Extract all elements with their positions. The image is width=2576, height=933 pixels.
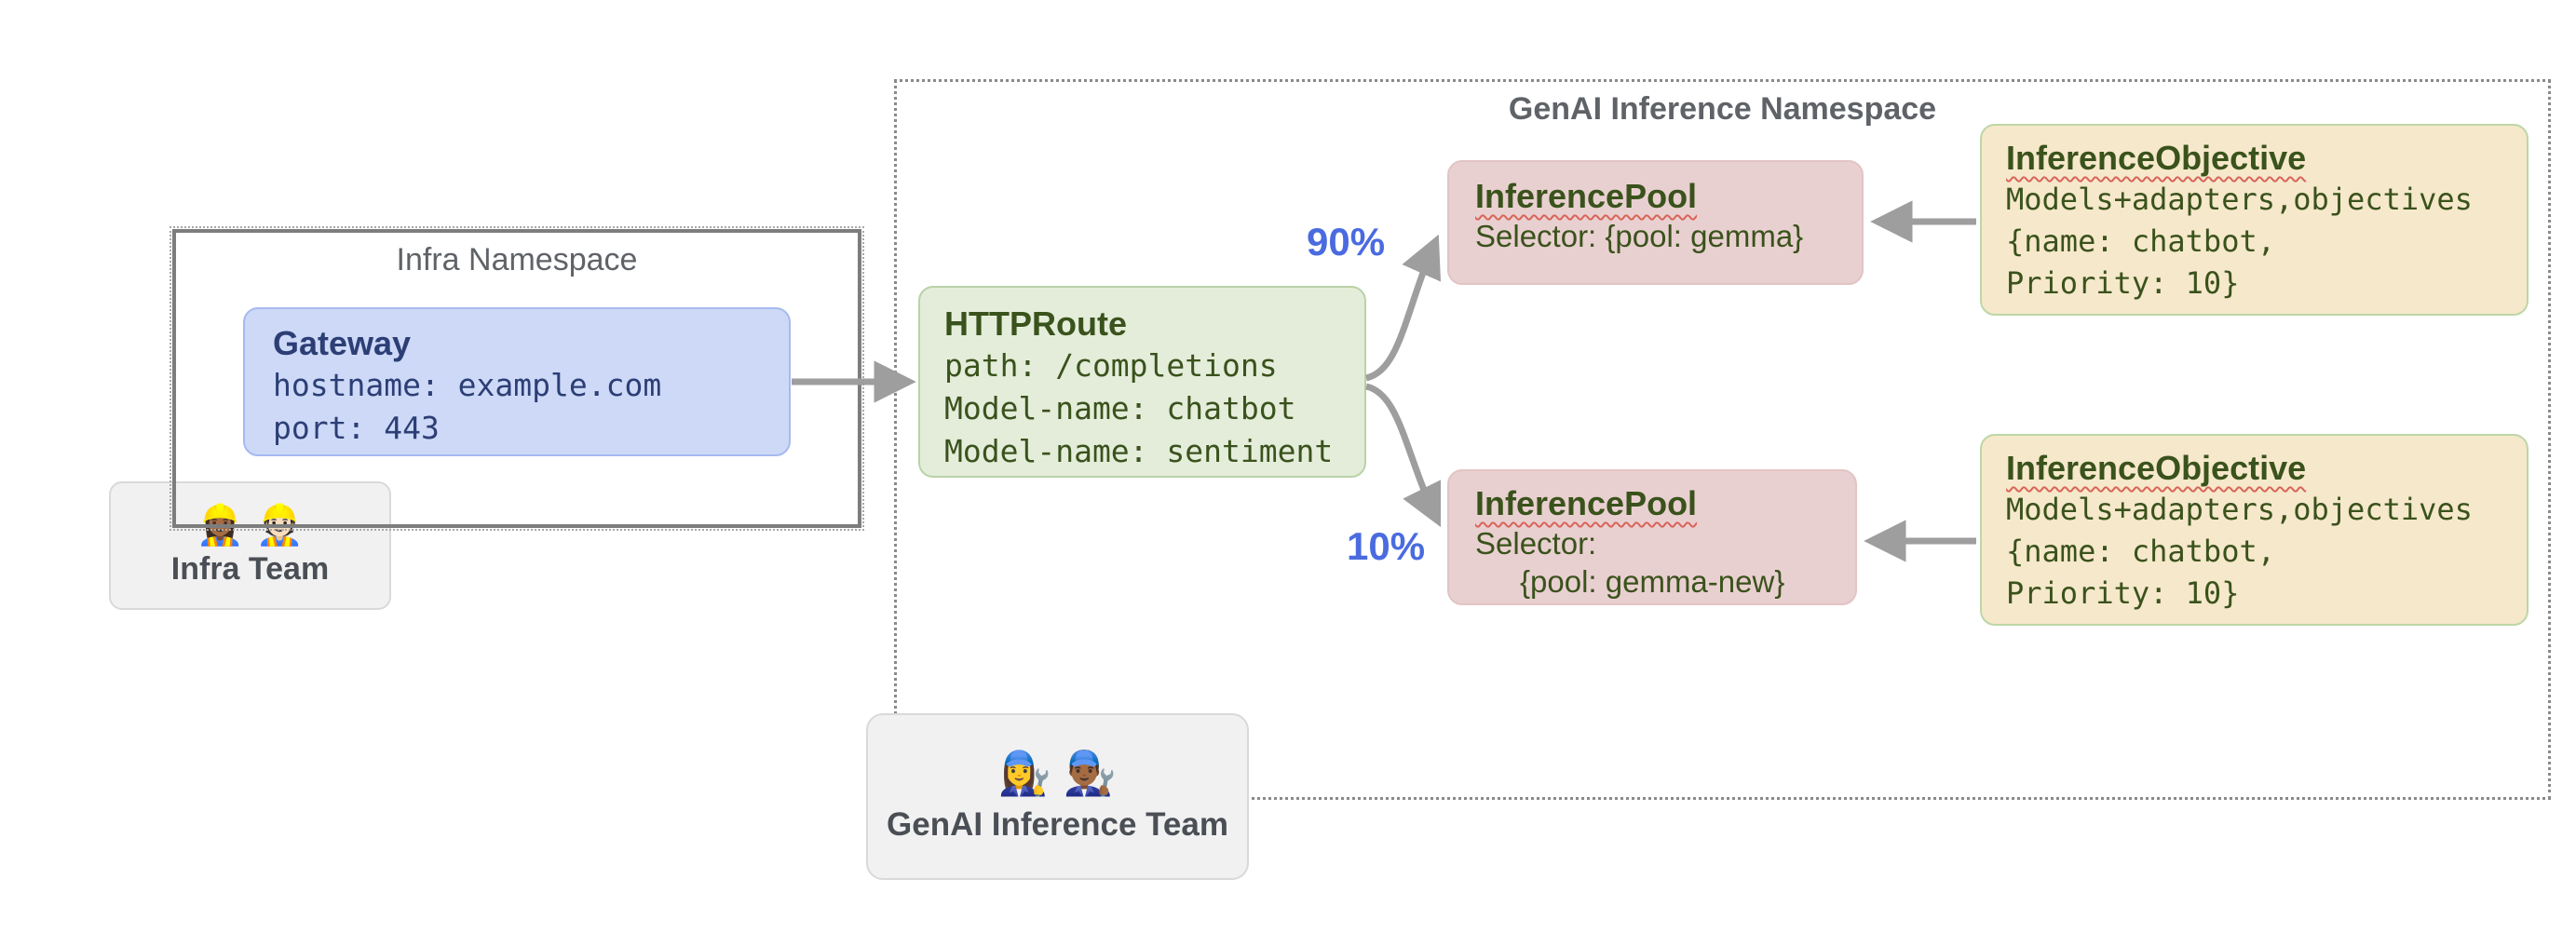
construction-worker-emojis: 👷🏾‍♀️ 👷🏻 xyxy=(196,503,305,548)
genai-inference-namespace-boundary: GenAI Inference Namespace xyxy=(894,79,2551,800)
inferencepool-gemma-new-selector: Selector: xyxy=(1475,526,1597,561)
inferenceobjective-bottom-box: InferenceObjective Models+adapters,objec… xyxy=(1980,434,2529,626)
inferencepool-gemma-selector: Selector: {pool: gemma} xyxy=(1475,219,1804,253)
inferencepool-gemma-new-box: InferencePool Selector: {pool: gemma-new… xyxy=(1447,469,1857,605)
httproute-path: path: /completions xyxy=(944,347,1278,384)
httproute-model-2: Model-name: sentiment xyxy=(944,433,1334,470)
genai-inference-namespace-title: GenAI Inference Namespace xyxy=(1508,91,1937,127)
httproute-box: HTTPRoute path: /completions Model-name:… xyxy=(918,286,1366,478)
gateway-port: port: 443 xyxy=(273,410,440,447)
inferenceobjective-bottom-line-2: {name: chatbot, xyxy=(2006,533,2275,569)
traffic-split-90-label: 90% xyxy=(1307,220,1386,264)
infra-team-card: 👷🏾‍♀️ 👷🏻 Infra Team xyxy=(109,481,391,610)
gateway-box: Gateway hostname: example.com port: 443 xyxy=(243,307,791,456)
mechanic-emojis: 👩‍🔧 👨🏾‍🔧 xyxy=(997,749,1118,798)
inferenceobjective-top-box: InferenceObjective Models+adapters,objec… xyxy=(1980,124,2529,316)
infra-namespace-title: Infra Namespace xyxy=(396,242,638,277)
infra-team-label: Infra Team xyxy=(170,550,330,587)
inferencepool-gemma-title-text: InferencePool xyxy=(1475,177,1698,215)
inferencepool-gemma-title: InferencePool xyxy=(1475,175,1862,217)
inferenceobjective-top-title-text: InferenceObjective xyxy=(2006,139,2307,177)
httproute-title: HTTPRoute xyxy=(944,304,1127,343)
traffic-split-10-label: 10% xyxy=(1347,524,1426,568)
inferenceobjective-bottom-line-3: Priority: 10} xyxy=(2006,575,2240,611)
inferenceobjective-bottom-title: InferenceObjective xyxy=(2006,447,2527,489)
inferenceobjective-top-line-3: Priority: 10} xyxy=(2006,264,2240,301)
inferenceobjective-bottom-line-1: Models+adapters,objectives xyxy=(2006,492,2473,527)
inferenceobjective-top-title: InferenceObjective xyxy=(2006,137,2527,179)
inferencepool-gemma-box: InferencePool Selector: {pool: gemma} xyxy=(1447,160,1864,285)
gateway-title: Gateway xyxy=(273,324,412,362)
inferencepool-gemma-new-title-text: InferencePool xyxy=(1475,484,1698,522)
inferenceobjective-bottom-title-text: InferenceObjective xyxy=(2006,449,2307,487)
inferencepool-gemma-new-selector-value: {pool: gemma-new} xyxy=(1520,564,1785,600)
genai-inference-team-card: 👩‍🔧 👨🏾‍🔧 GenAI Inference Team xyxy=(866,713,1249,880)
inferencepool-gemma-new-title: InferencePool xyxy=(1475,482,1855,524)
genai-inference-team-label: GenAI Inference Team xyxy=(887,805,1228,843)
inferenceobjective-top-line-1: Models+adapters,objectives xyxy=(2006,182,2473,217)
httproute-model-1: Model-name: chatbot xyxy=(944,390,1296,427)
inferenceobjective-top-line-2: {name: chatbot, xyxy=(2006,223,2275,259)
gateway-hostname: hostname: example.com xyxy=(273,367,662,403)
